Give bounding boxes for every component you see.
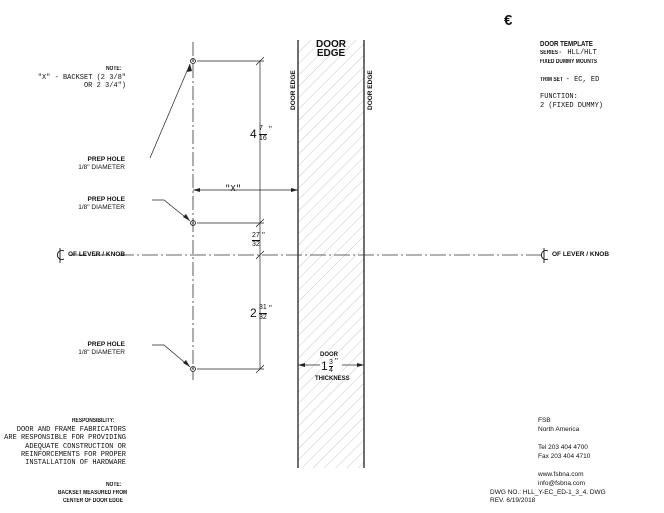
centerline-symbol-right [541,248,549,263]
trim-row: TRIM SET - EC, ED [540,76,599,84]
door-edge-header-line2: EDGE [316,48,346,59]
brand-logo: € [504,12,513,29]
dimension-upper-whole: 4 [250,127,257,141]
centerline-label-right: OF LEVER / KNOB [552,251,610,258]
note-measure-label: NOTE: [106,482,122,488]
dimension-lower-den: 32 [259,313,267,321]
note-measure-line2: CENTER OF DOOR EDGE [63,498,123,504]
responsibility-text: DOOR AND FRAME FABRICATORS ARE RESPONSIB… [0,426,126,467]
thickness-num: 3 [329,359,333,366]
responsibility-line: INSTALLATION OF HARDWARE [25,459,126,468]
dimension-lower-whole: 2 [250,306,257,320]
centerline-symbol-left [57,248,65,263]
backset-dimension-label: "X" [225,184,242,194]
dimension-middle-num: 27 [252,232,260,239]
dimension-lower-inch: " [269,304,272,313]
dimension-upper-inch: " [269,125,272,134]
prep-hole-middle [190,220,196,226]
note-measure-line1: BACKSET MEASURED FROM [58,490,128,496]
note-backset-line2: OR 2 3/4") [83,82,126,90]
company-region: North America [538,426,580,433]
company-name: FSB [538,417,551,424]
note-backset-label: NOTE: [106,66,122,72]
company-fax: Fax 203 404 4710 [538,453,591,460]
dimension-lower-num: 31 [259,304,267,311]
thickness-whole: 1 [321,359,328,373]
prep-hole-2-title: PREP HOLE [87,196,125,203]
dimension-middle-den: 32 [252,240,260,248]
dimension-upper-num: 7 [259,125,263,132]
series-row: SERIES - HLL/HLT [540,49,597,57]
leader-note-backset [149,63,191,159]
thickness-value: 1 3 4 " [320,357,342,374]
responsibility-label: RESPONSIBILITY: [72,418,115,424]
series-subtitle: FIXED DUMMY MOUNTS [540,59,598,65]
responsibility-line: REINFORCEMENTS FOR PROPER [20,450,126,459]
series-label: SERIES - [540,50,562,56]
dimension-upper: 4 7 16 " [250,125,272,142]
company-email: info@fsbna.com [538,480,586,487]
prep-hole-3-size: 1/8" DIAMETER [78,349,125,356]
company-tel: Tel 203 404 4700 [538,444,588,451]
prep-hole-top [190,58,196,64]
thickness-top-label: DOOR [320,352,338,358]
door-edge-header-line1: DOOR [316,39,346,50]
prep-hole-bottom [190,366,196,372]
revision-date: REV. 6/19/2018 [490,497,536,504]
thickness-bottom-label: THICKNESS [315,376,350,382]
leader-prep-hole-2 [152,344,191,368]
door-edge-side-label-left: DOOR EDGE [290,70,297,110]
door-section [298,40,364,468]
responsibility-line: ARE RESPONSIBLE FOR PROVIDING [4,434,126,443]
thickness-den: 4 [329,366,333,374]
prep-hole-3-title: PREP HOLE [87,341,125,348]
drawing-number: DWG NO.: HLL_Y-EC_ED-1_3_4. DWG [490,489,606,496]
prep-hole-1-title: PREP HOLE [87,156,125,163]
dimension-middle-inch: " [262,231,265,240]
dimension-upper-den: 16 [259,134,267,142]
note-backset-line1: "X" - BACKSET (2 3/8" [37,74,126,82]
leader-prep-hole-1 [152,199,191,222]
trim-label: TRIM SET [540,77,563,83]
responsibility-line: ADEQUATE CONSTRUCTION OR [25,442,126,451]
thickness-inch: " [335,357,338,366]
centerline-label-left: OF LEVER / KNOB [68,251,126,258]
dimension-lower: 2 31 32 " [250,304,272,321]
trim-value: - EC, ED [565,76,600,84]
door-edge-side-label-right: DOOR EDGE [367,70,374,110]
function-label: FUNCTION: [540,93,578,101]
function-value: 2 (FIXED DUMMY) [540,102,604,110]
series-value: HLL/HLT [567,49,597,57]
prep-hole-2-size: 1/8" DIAMETER [78,204,125,211]
template-title: DOOR TEMPLATE [540,39,593,48]
company-web: www.fsbna.com [538,471,584,478]
responsibility-line: DOOR AND FRAME FABRICATORS [16,426,126,434]
prep-hole-1-size: 1/8" DIAMETER [78,164,125,171]
